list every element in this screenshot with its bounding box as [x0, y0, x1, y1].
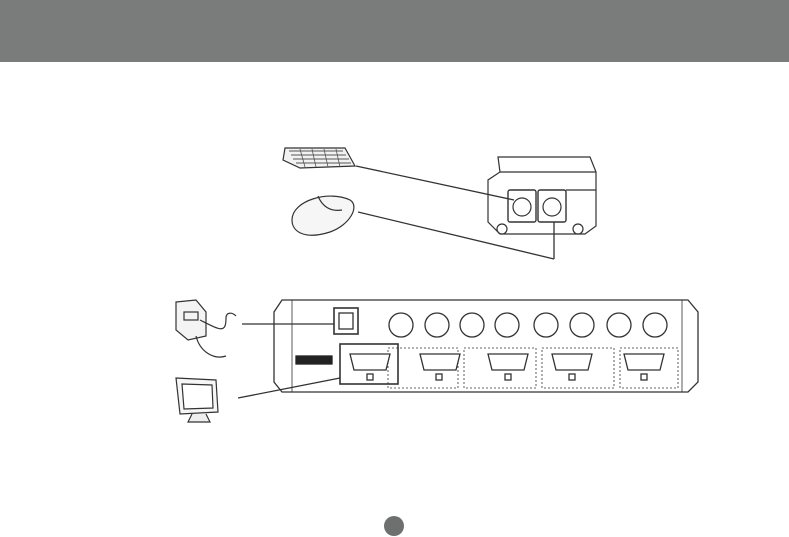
vga-port	[488, 354, 528, 370]
vga-port	[552, 354, 592, 370]
keyboard-icon	[283, 148, 355, 168]
ps2-port	[389, 313, 413, 337]
power-adapter-icon	[176, 300, 236, 357]
ps2-port	[570, 313, 594, 337]
ps2-port	[643, 313, 667, 337]
monitor-icon	[176, 378, 218, 422]
ps2-port	[460, 313, 484, 337]
mouse-icon	[292, 196, 354, 235]
ps2-port	[534, 313, 558, 337]
ps2-port	[607, 313, 631, 337]
vga-port	[350, 354, 390, 370]
ps2-port	[425, 313, 449, 337]
vga-port	[420, 354, 460, 370]
page-indicator-dot	[384, 516, 404, 536]
kvm-front-unit	[488, 157, 596, 234]
ps2-port	[495, 313, 519, 337]
vga-port	[624, 354, 664, 370]
